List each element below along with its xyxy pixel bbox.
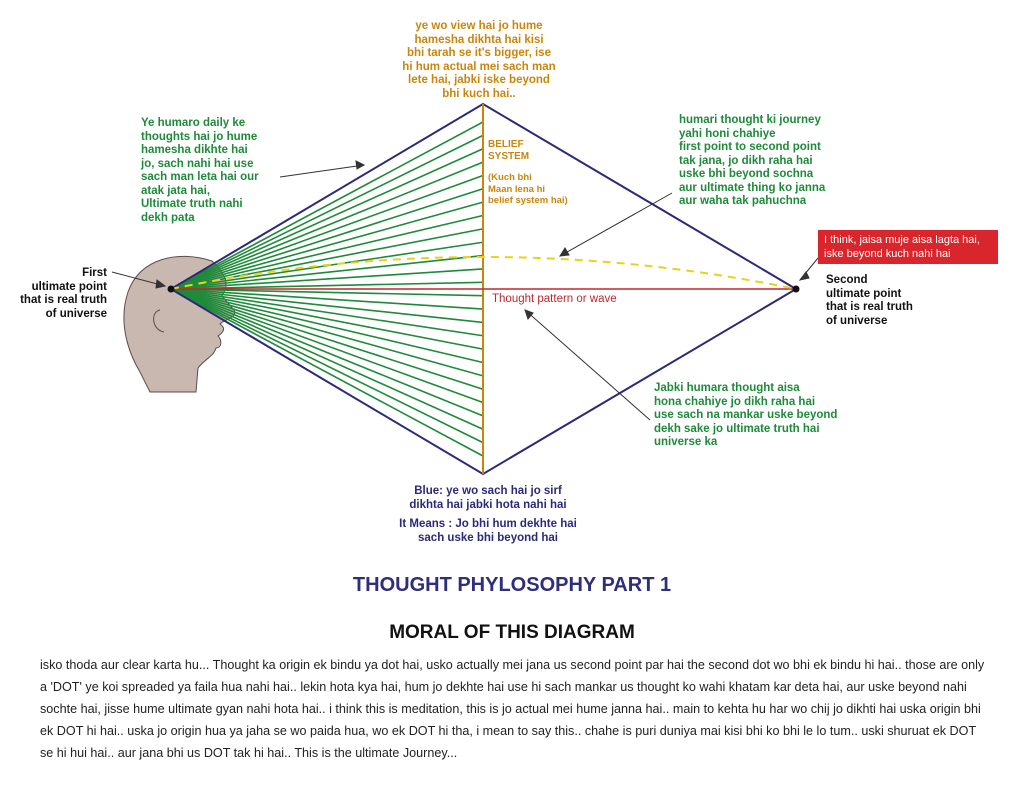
thought-diagram: ye wo view hai jo hume hamesha dikhta ha… xyxy=(20,20,998,544)
second-point-label: Second ultimate point that is real truth… xyxy=(826,274,913,327)
red-callout-box: I think, jaisa muje aisa lagta hai, iske… xyxy=(818,230,998,264)
arrow-right-bottom xyxy=(524,309,651,421)
blue-meaning-text: Blue: ye wo sach hai jo sirf dikhta hai … xyxy=(409,485,567,511)
fan-line xyxy=(170,288,484,431)
arrow-red-head xyxy=(798,271,810,281)
first-point-label: First ultimate point that is real truth … xyxy=(20,267,107,320)
fan-line xyxy=(170,254,484,290)
fan-line xyxy=(170,161,484,290)
fan-line xyxy=(170,134,484,290)
thought-journey-text: humari thought ki journey yahi honi chah… xyxy=(679,114,826,207)
fan-line xyxy=(170,288,484,310)
arrow-left-text xyxy=(279,164,365,178)
belief-system-note: (Kuch bhi Maan lena hi belief system hai… xyxy=(488,172,568,206)
fan-line xyxy=(170,214,484,290)
arrow-right-head xyxy=(559,247,570,257)
belief-system-label: BELIEF SYSTEM xyxy=(488,139,530,162)
beyond-truth-text: Jabki humara thought aisa hona chahiye j… xyxy=(654,382,838,448)
fan-line xyxy=(170,288,484,457)
fan-line xyxy=(170,288,484,350)
second-dot xyxy=(792,285,800,293)
fan-line xyxy=(170,288,484,377)
fan-line xyxy=(170,201,484,290)
moral-paragraph: isko thoda aur clear karta hu... Thought… xyxy=(40,658,985,760)
fan-line xyxy=(170,121,484,290)
fan-line xyxy=(170,288,484,297)
fan-line xyxy=(170,288,484,337)
fan-line xyxy=(170,174,484,290)
dashed-wave xyxy=(170,256,797,290)
fan-line xyxy=(170,147,484,290)
fan-line xyxy=(170,188,484,290)
fan-line xyxy=(170,288,484,390)
arrow-right-text xyxy=(559,192,673,257)
diagram-canvas xyxy=(111,102,819,476)
fan-line xyxy=(170,288,484,324)
fan-line xyxy=(170,288,484,404)
page-title: THOUGHT PHYLOSOPHY PART 1 xyxy=(352,574,672,596)
arrow-rb-head xyxy=(524,309,534,321)
daily-thoughts-text: Ye humaro daily ke thoughts hai jo hume … xyxy=(141,117,259,224)
top-view-text: ye wo view hai jo hume hamesha dikhta ha… xyxy=(402,20,556,100)
first-dot xyxy=(167,285,175,293)
head-silhouette xyxy=(123,255,236,393)
fan-line xyxy=(170,288,484,417)
ear-outline xyxy=(153,309,165,333)
it-means-text: It Means : Jo bhi hum dekhte hai sach us… xyxy=(399,518,577,544)
fan-line xyxy=(170,288,484,444)
arrow-left-head xyxy=(355,160,366,170)
fan-line xyxy=(170,228,484,290)
thought-wave-label: Thought pattern or wave xyxy=(492,293,617,305)
arrow-first-head xyxy=(155,279,167,289)
fan-line xyxy=(170,281,484,290)
green-fan-lines xyxy=(170,121,484,457)
fan-line xyxy=(170,288,484,364)
fan-line xyxy=(170,268,484,290)
moral-heading: MORAL OF THIS DIAGRAM xyxy=(389,622,635,643)
